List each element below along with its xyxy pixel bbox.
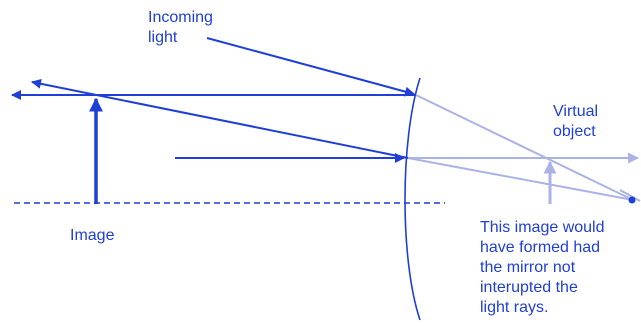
virtual-object-label: Virtual object: [553, 103, 599, 140]
image-label: Image: [70, 227, 115, 244]
note-label: This image would have formed had the mir…: [480, 219, 605, 316]
concave-mirror: [404, 77, 421, 321]
virtual-ray-tail: [619, 189, 641, 202]
focal-point-dot: [628, 196, 636, 204]
virtual-ray-upper: [415, 94, 634, 201]
incoming-light-label: Incoming light: [148, 9, 213, 46]
virtual-ray-lower: [407, 157, 634, 201]
reflected-ray-lower: [31, 78, 409, 159]
incoming-ray-upper: [206, 37, 415, 97]
